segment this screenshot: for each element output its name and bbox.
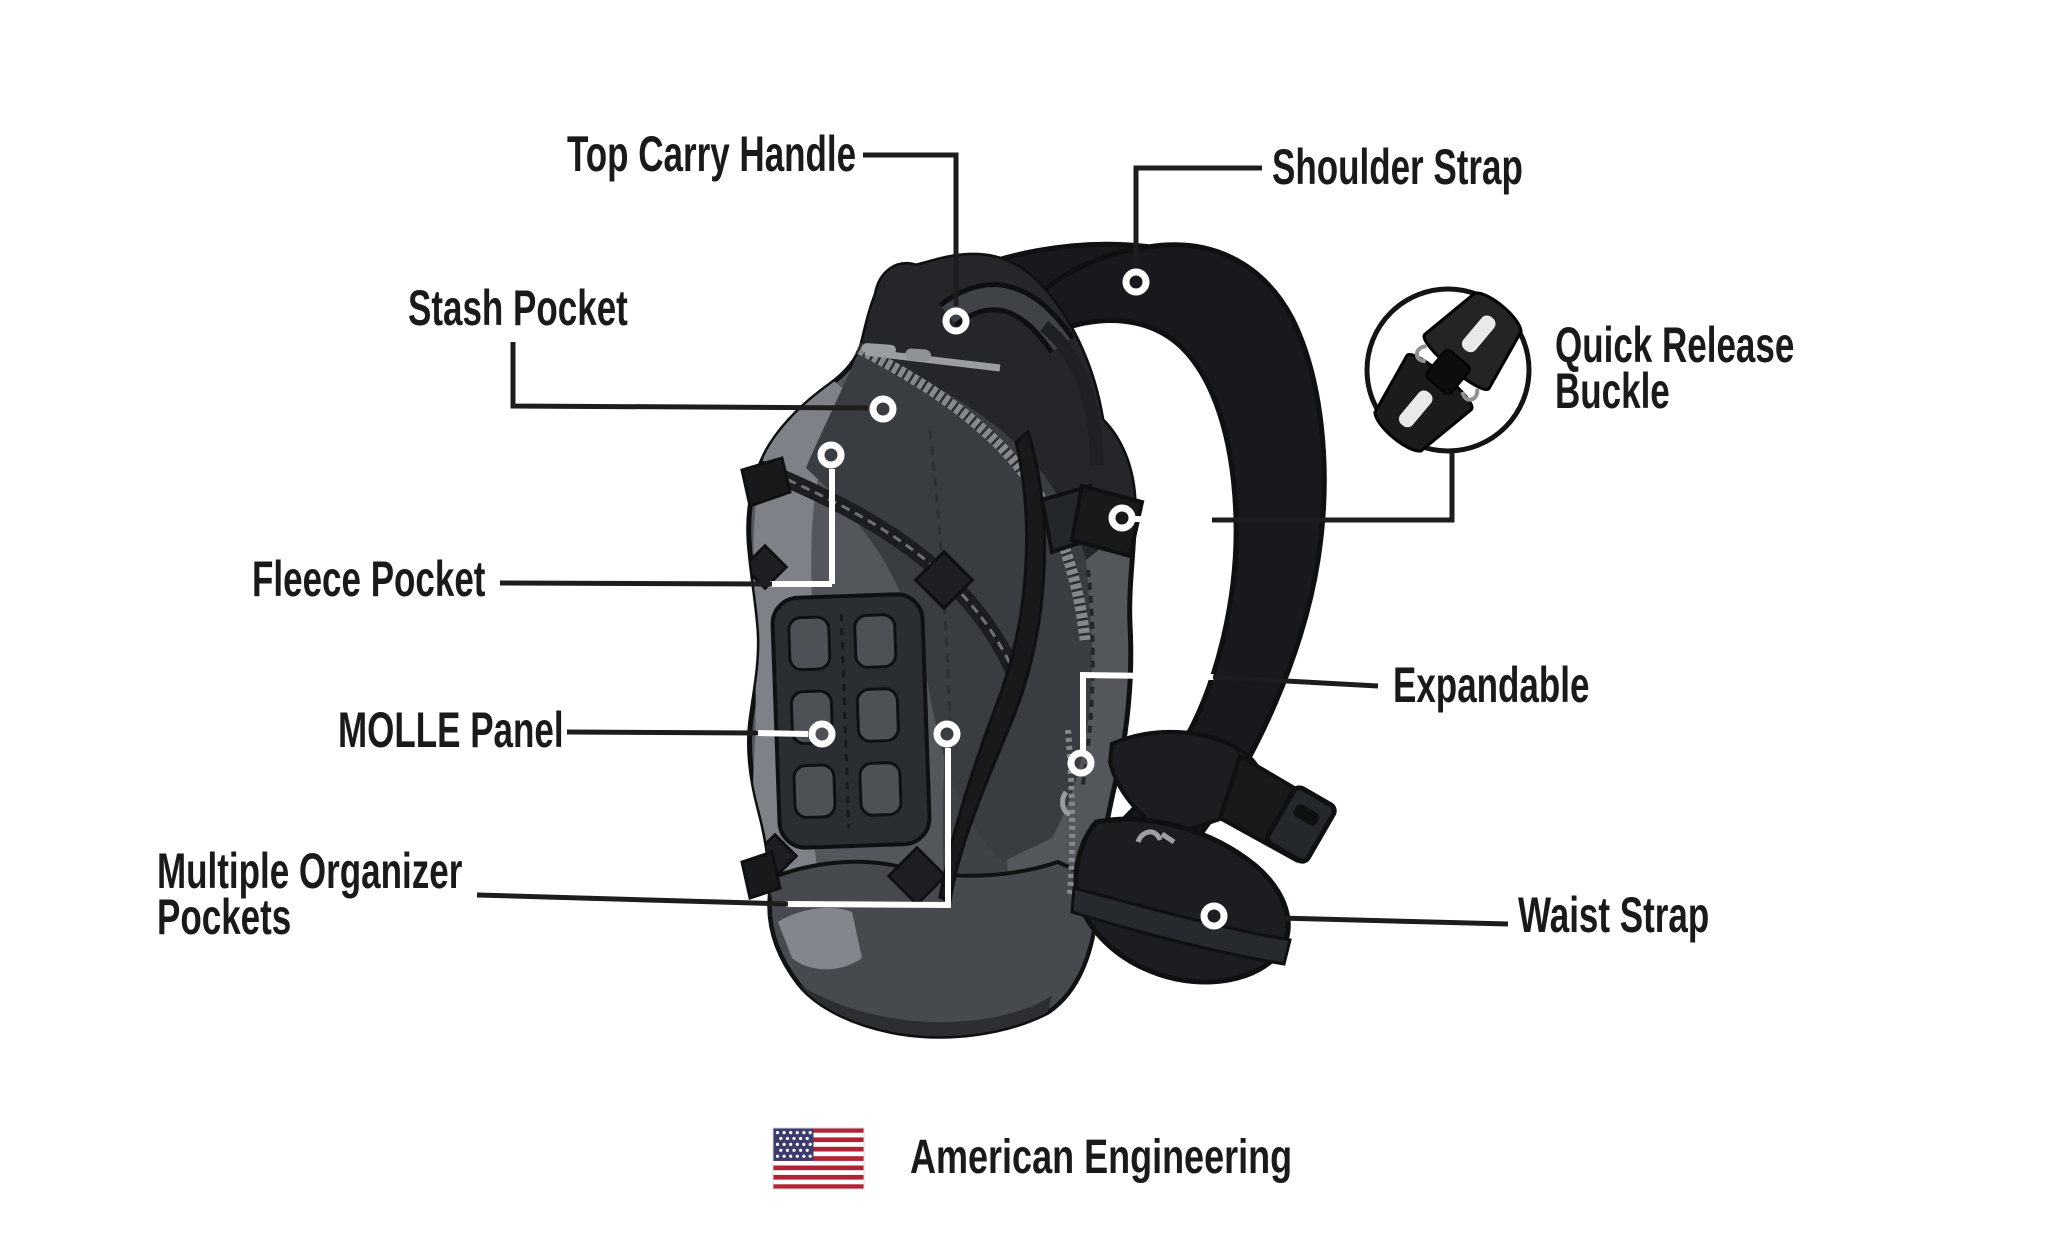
marker-organizer-pockets: [933, 720, 961, 748]
callout-label-expandable: Expandable: [1393, 657, 1590, 713]
callout-label-waist-strap: Waist Strap: [1518, 887, 1710, 943]
callout-label-multiple-organizer-pockets: Multiple Organizer Pockets: [157, 843, 463, 945]
leader-lines-white: [755, 469, 1215, 909]
us-flag-icon: [772, 1127, 865, 1190]
callout-label-line: Pockets: [157, 889, 292, 945]
callout-label-line: Buckle: [1555, 363, 1670, 419]
bag-body-art: [740, 252, 1145, 1039]
marker-expandable: [1067, 749, 1095, 777]
marker-waist-strap: [1200, 902, 1228, 930]
leader-lines: [476, 152, 1509, 927]
callout-label-fleece-pocket: Fleece Pocket: [252, 551, 486, 607]
callout-label-line: Multiple Organizer: [157, 843, 463, 899]
callout-markers: [808, 268, 1228, 930]
marker-molle-panel: [808, 720, 836, 748]
marker-top-carry-handle: [942, 307, 970, 335]
callout-label-stash-pocket: Stash Pocket: [408, 280, 628, 336]
marker-shoulder-strap: [1122, 268, 1150, 296]
footer-tagline: American Engineering: [910, 1131, 1293, 1184]
callout-label-line: Quick Release: [1555, 317, 1795, 373]
callout-label-shoulder-strap: Shoulder Strap: [1272, 139, 1523, 195]
marker-stash-pocket: [869, 395, 897, 423]
waist-strap-art: [1070, 729, 1337, 985]
marker-quick-release-buckle: [1108, 504, 1136, 532]
marker-fleece-pocket: [817, 441, 845, 469]
quick-release-buckle-inset: [1364, 286, 1532, 454]
callout-label-top-carry-handle: Top Carry Handle: [567, 126, 857, 182]
callout-label-molle-panel: MOLLE Panel: [338, 702, 564, 758]
callout-label-quick-release-buckle: Quick Release Buckle: [1555, 317, 1795, 419]
molle-panel-art: [770, 592, 932, 850]
